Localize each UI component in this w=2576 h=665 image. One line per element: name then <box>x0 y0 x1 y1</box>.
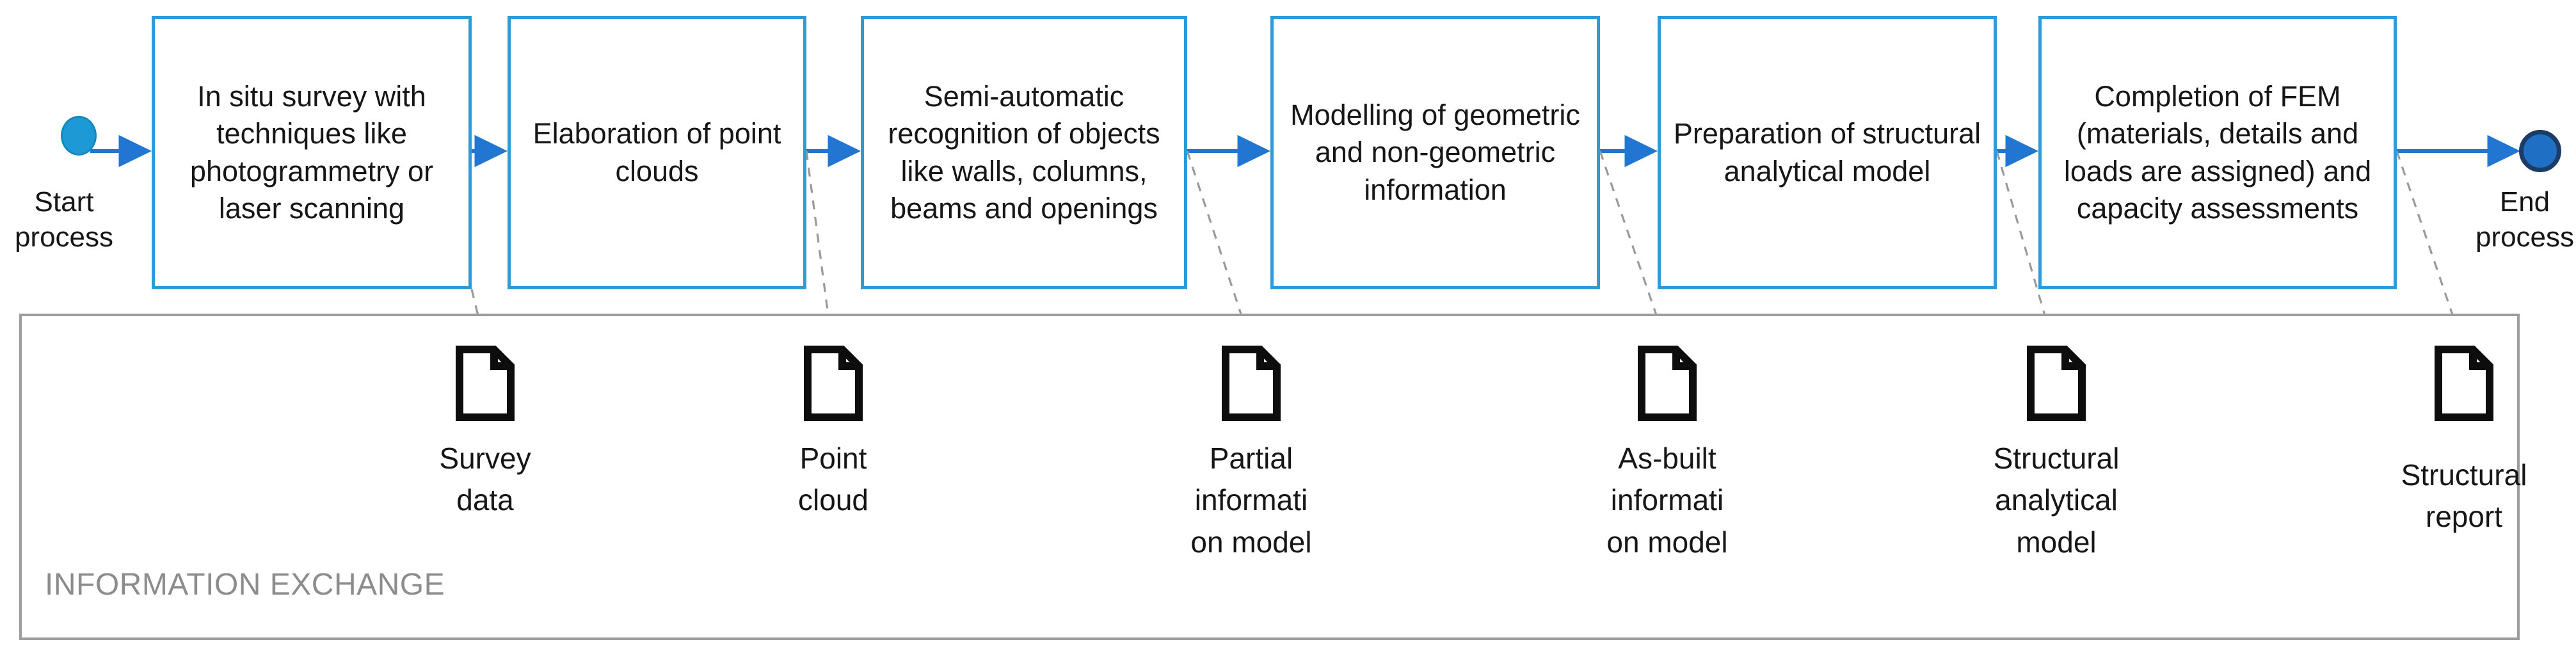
artifact-5[interactable]: Structural analytical model <box>1960 346 2152 563</box>
assoc-6 <box>2396 150 2461 339</box>
artifact-1[interactable]: Survey data <box>389 346 581 522</box>
process-step-6-label: Completion of FEM (materials, details an… <box>2063 79 2372 225</box>
artifact-6-label: Structural report <box>2401 458 2527 534</box>
process-step-1-label: In situ survey with techniques like phot… <box>189 79 434 225</box>
process-step-3[interactable]: Semi-automatic recognition of objects li… <box>861 16 1187 289</box>
process-step-3-label: Semi-automatic recognition of objects li… <box>888 79 1160 225</box>
process-step-4[interactable]: Modelling of geometric and non-geometric… <box>1270 16 1600 289</box>
assoc-2 <box>805 150 831 339</box>
document-icon <box>456 346 515 421</box>
artifact-3-label: Partial informati on model <box>1190 442 1312 559</box>
process-step-1[interactable]: In situ survey with techniques like phot… <box>152 16 472 289</box>
start-event-label: Start process <box>14 186 114 253</box>
process-step-4-label: Modelling of geometric and non-geometric… <box>1290 98 1580 206</box>
artifact-1-label: Survey data <box>439 442 531 517</box>
artifact-4[interactable]: As-built informati on model <box>1571 346 1763 563</box>
process-step-5-label: Preparation of structural analytical mod… <box>1673 117 1981 188</box>
process-step-2[interactable]: Elaboration of point clouds <box>508 16 806 289</box>
document-icon <box>804 346 863 421</box>
process-step-5[interactable]: Preparation of structural analytical mod… <box>1658 16 1997 289</box>
artifact-3[interactable]: Partial informati on model <box>1155 346 1347 563</box>
artifact-5-label: Structural analytical model <box>1993 442 2120 559</box>
start-event-icon <box>61 116 97 156</box>
artifact-2[interactable]: Point cloud <box>737 346 929 522</box>
information-exchange-title: INFORMATION EXCHANGE <box>45 568 445 602</box>
end-event-label: End process <box>2475 186 2575 253</box>
document-icon <box>1638 346 1697 421</box>
artifact-6[interactable]: Structural report <box>2368 346 2560 538</box>
document-icon <box>2027 346 2086 421</box>
artifact-2-label: Point cloud <box>798 442 868 517</box>
end-event-icon <box>2519 130 2561 172</box>
assoc-4 <box>1599 150 1665 339</box>
process-step-6[interactable]: Completion of FEM (materials, details an… <box>2038 16 2397 289</box>
artifact-4-label: As-built informati on model <box>1606 442 1728 559</box>
process-step-2-label: Elaboration of point clouds <box>532 117 781 188</box>
assoc-3 <box>1186 150 1249 339</box>
document-icon <box>2435 346 2493 421</box>
document-icon <box>1222 346 1281 421</box>
